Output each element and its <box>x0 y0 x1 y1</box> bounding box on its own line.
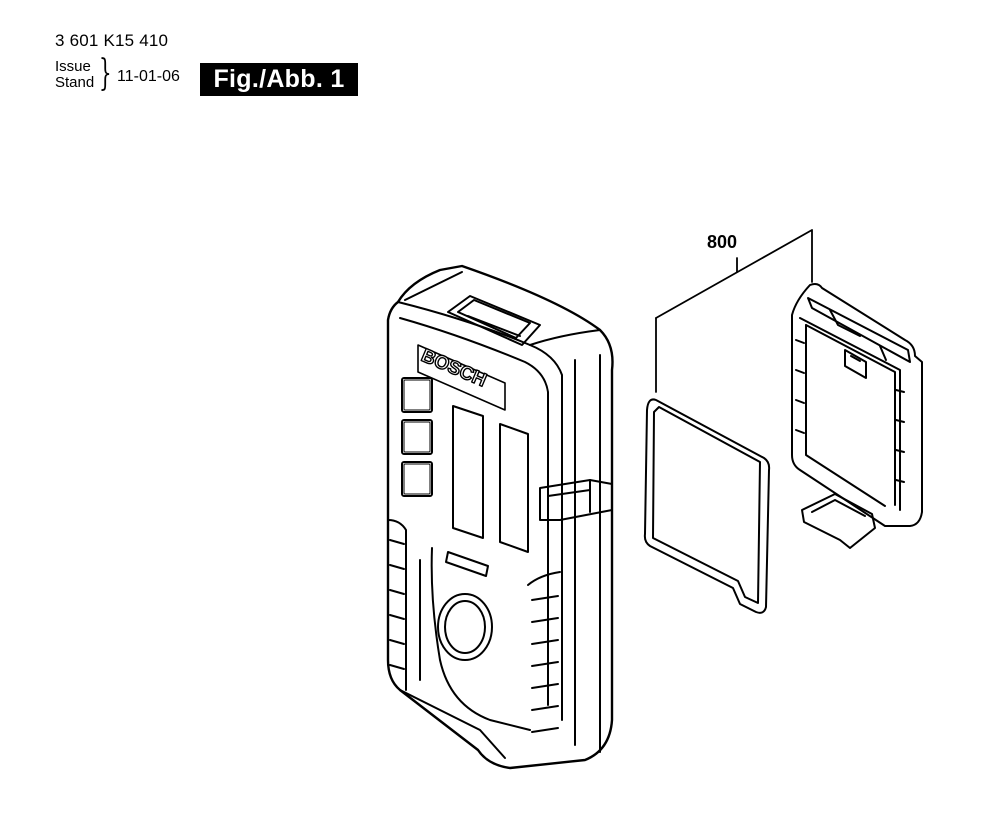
brand-logo: BOSCH <box>418 345 489 391</box>
battery-lid <box>791 283 923 549</box>
issue-label: Issue <box>55 58 91 75</box>
sheet-header: 3 601 K15 410 Issue Stand } 11-01-06 Fig… <box>0 0 1000 110</box>
brace-icon: } <box>99 53 112 94</box>
stand-label: Stand <box>55 74 95 91</box>
issue-stand-labels: Issue Stand <box>55 59 94 91</box>
callout-leader-lines <box>655 229 813 393</box>
callout-800: 800 <box>707 232 738 252</box>
issue-date: 11-01-06 <box>117 68 180 85</box>
laser-receiver-body: BOSCH <box>386 264 614 770</box>
part-number: 3 601 K15 410 <box>55 31 169 50</box>
figure-label: Fig./Abb. 1 <box>200 63 358 96</box>
gasket-seal <box>643 398 771 614</box>
